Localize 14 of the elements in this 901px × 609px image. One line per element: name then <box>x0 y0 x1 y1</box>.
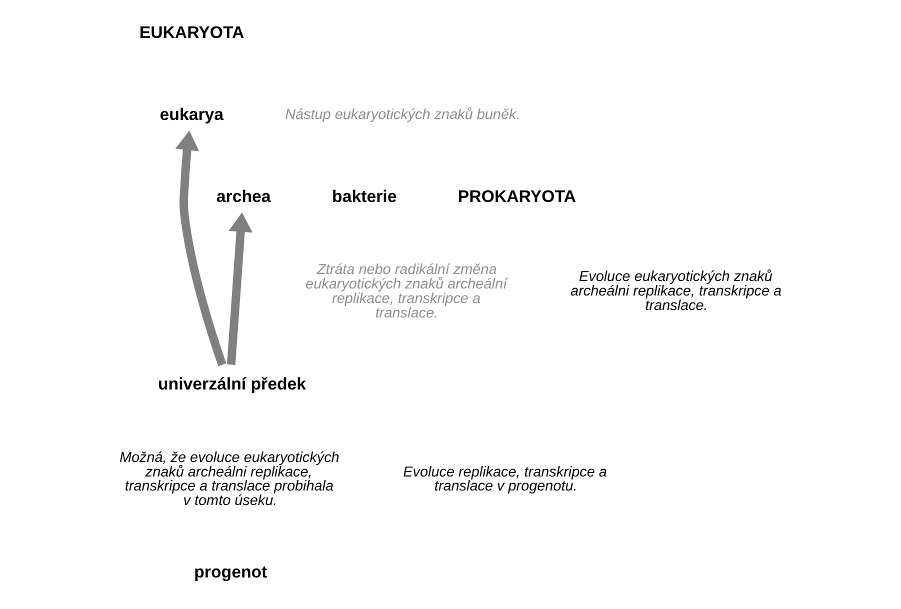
node-text: archea <box>216 186 270 206</box>
label: Nástup eukaryotických znaků buněk. <box>284 107 520 124</box>
label: Ztráta nebo radikální změna eukaryotických znaků archeální replikace, transkripce a translace. <box>305 262 506 322</box>
label: PROKARYOTA <box>457 186 576 206</box>
arrow <box>174 130 226 366</box>
node-text: univerzální předek <box>158 374 306 394</box>
label: Evoluce replikace, transkripce a translace v progenotu. <box>402 464 606 495</box>
label: bakterie <box>332 186 396 206</box>
label: Evoluce eukaryotických znaků archeálni replikace, transkripce a translace. <box>570 269 782 314</box>
label: Možná, že evoluce eukaryotických znaků archeálni replikace, transkripce a translace probihala v tomto úseku. <box>118 450 339 510</box>
arrow <box>226 212 252 365</box>
label: EUKARYOTA <box>138 22 244 42</box>
label: progenot <box>194 562 267 582</box>
node-text: eukarya <box>159 104 224 124</box>
